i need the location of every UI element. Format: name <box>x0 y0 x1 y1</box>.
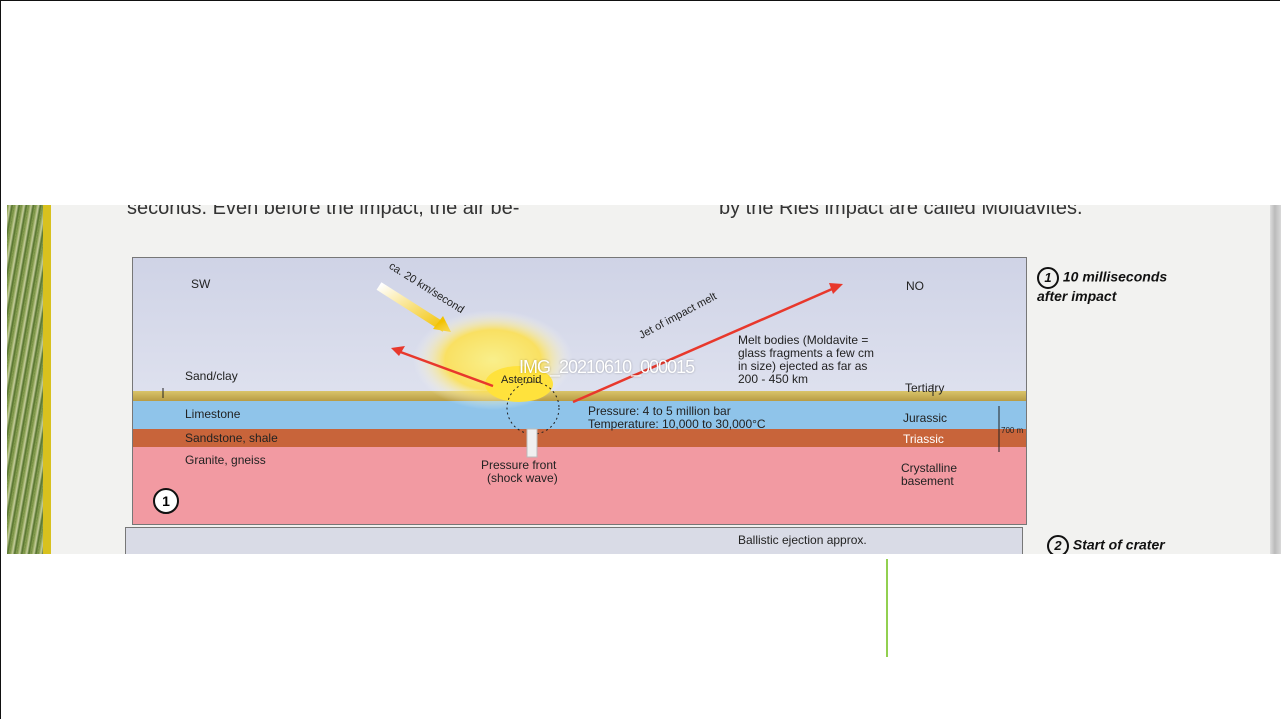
sw-label: SW <box>191 277 211 291</box>
pressure-front-line-2: (shock wave) <box>487 471 558 485</box>
crystalline-line-1: Crystalline <box>901 461 958 475</box>
accent-line <box>886 559 888 657</box>
pressure-front-line-1: Pressure front <box>481 458 557 472</box>
jurassic-label: Jurassic <box>903 411 948 425</box>
triassic-label: Triassic <box>903 432 944 446</box>
limestone-layer <box>133 399 1026 429</box>
limestone-label: Limestone <box>185 407 241 421</box>
step1-line-1: 10 milliseconds <box>1062 268 1168 285</box>
depth-label: 700 m <box>1001 426 1024 435</box>
granite-layer <box>133 447 1026 524</box>
yellow-strip <box>43 205 51 554</box>
pressure-label: Pressure: 4 to 5 million bar <box>588 404 731 418</box>
ballistic-label: Ballistic ejection approx. <box>738 533 867 547</box>
no-label: NO <box>906 279 924 293</box>
step1-line-2: after impact <box>1037 288 1117 304</box>
impact-graphics <box>162 282 1000 458</box>
embedded-photo: seconds. Even before the impact, the air… <box>7 205 1281 554</box>
melt-line-3: in size) ejected as far as <box>738 359 868 373</box>
sand-clay-label: Sand/clay <box>185 369 238 383</box>
grass-strip <box>7 205 43 554</box>
step-number-circle: 1 <box>153 488 179 514</box>
asteroid-label: Asteroid <box>501 374 542 386</box>
page-edge <box>1270 205 1281 554</box>
tertiary-label: Tertiary <box>905 381 945 395</box>
step1-number: 1 <box>1037 267 1059 289</box>
sandstone-label: Sandstone, shale <box>185 431 278 445</box>
melt-line-2: glass fragments a few cm <box>738 346 875 360</box>
image-filename-overlay: IMG_20210610_000015 <box>519 357 695 377</box>
top-text-right: by the Ries impact are called Moldavites… <box>719 205 1083 219</box>
granite-label: Granite, gneiss <box>185 453 266 467</box>
step2-number: 2 <box>1047 535 1069 554</box>
top-text-left: seconds. Even before the impact, the air… <box>127 205 520 219</box>
step1-caption: 1 10 milliseconds after impact <box>1037 267 1167 304</box>
sandstone-layer <box>133 429 1026 447</box>
step2-caption: 2 Start of crater <box>1047 535 1165 554</box>
impact-diagram: SW NO ca. 20 km/second Jet of impact mel… <box>132 257 1027 525</box>
crystalline-line-2: basement <box>901 474 954 488</box>
temperature-label: Temperature: 10,000 to 30,000°C <box>588 417 766 431</box>
tertiary-layer <box>133 391 1026 401</box>
melt-line-4: 200 - 450 km <box>738 372 809 386</box>
step2-text: Start of crater <box>1072 536 1165 553</box>
melt-line-1: Melt bodies (Moldavite = <box>738 333 869 347</box>
next-diagram: Ballistic ejection approx. <box>125 527 1023 554</box>
